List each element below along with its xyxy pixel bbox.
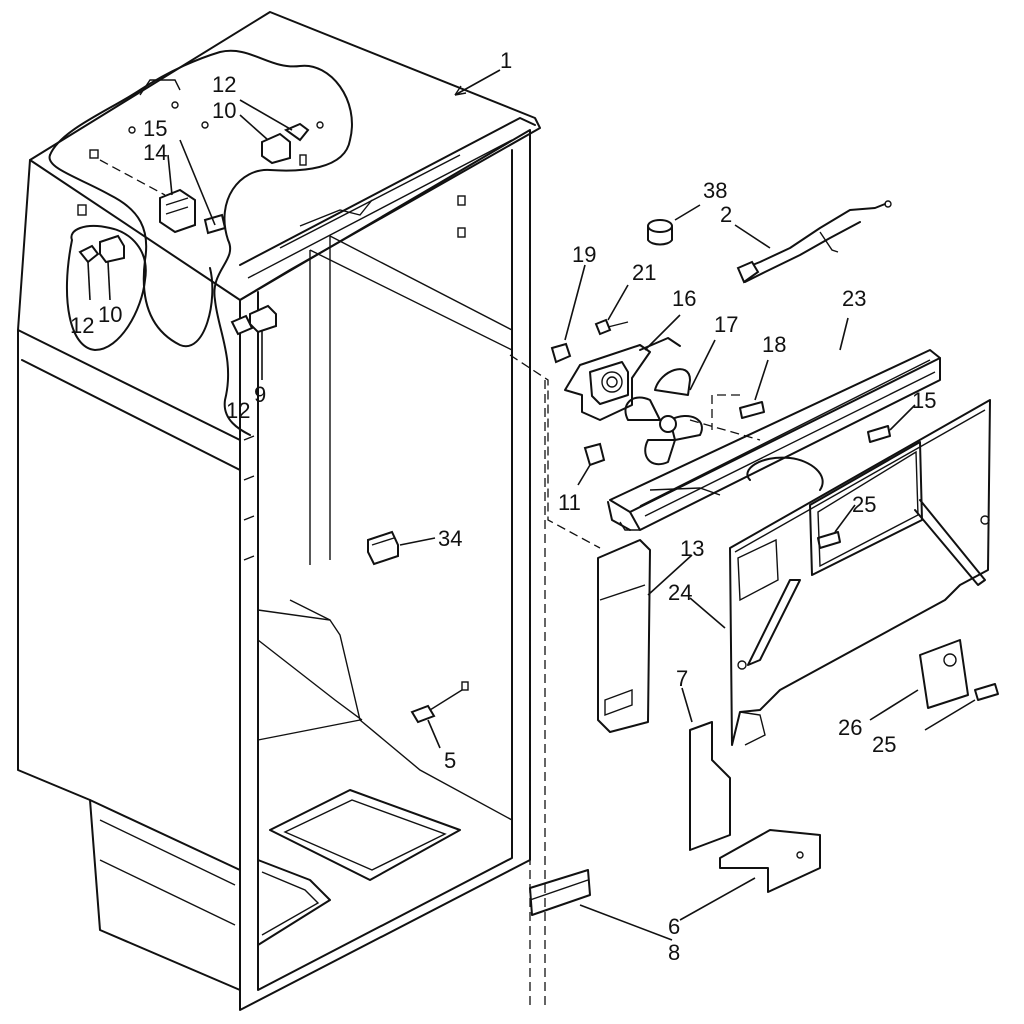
callout-24: 24 xyxy=(668,580,692,605)
callout-6: 6 xyxy=(668,914,680,939)
callout-11: 11 xyxy=(558,490,581,515)
callout-16: 16 xyxy=(672,286,696,311)
screw-18 xyxy=(711,394,765,430)
baffle-13 xyxy=(597,539,651,733)
callout-7: 7 xyxy=(676,666,688,691)
wire-harness-2 xyxy=(736,200,892,284)
grille-23 xyxy=(607,349,941,531)
screw-25-upper xyxy=(817,531,841,549)
callout-38: 38 xyxy=(703,178,727,203)
plug-38 xyxy=(647,219,673,246)
callout-19: 19 xyxy=(572,242,596,267)
bracket-6 xyxy=(719,829,821,893)
callout-34: 34 xyxy=(438,526,462,551)
callout-18: 18 xyxy=(762,332,786,357)
callout-12-top: 12 xyxy=(212,72,236,97)
fan-motor-assembly xyxy=(550,318,761,467)
callout-12-lower: 12 xyxy=(226,398,250,423)
callout-10-top: 10 xyxy=(212,98,236,123)
leader-lines xyxy=(87,69,976,941)
callout-9: 9 xyxy=(254,382,266,407)
callout-10-left: 10 xyxy=(98,302,122,327)
callout-17: 17 xyxy=(714,312,738,337)
bracket-7 xyxy=(689,721,731,851)
callout-5: 5 xyxy=(444,748,456,773)
screw-15 xyxy=(867,425,891,443)
wiring-harness xyxy=(48,49,353,436)
callout-25-lower: 25 xyxy=(872,732,896,757)
callout-8: 8 xyxy=(668,940,680,965)
callout-21: 21 xyxy=(632,260,656,285)
callout-25-upper: 25 xyxy=(852,492,876,517)
callout-23: 23 xyxy=(842,286,866,311)
cabinet-liner xyxy=(17,11,601,1011)
callout-labels: 1 38 2 12 10 15 14 12 10 12 9 19 21 16 1… xyxy=(70,48,936,965)
callout-12-left: 12 xyxy=(70,313,94,338)
callout-15-right: 15 xyxy=(912,388,936,413)
plug-34 xyxy=(367,530,399,566)
plate-26 xyxy=(919,639,999,709)
callout-14: 14 xyxy=(143,140,167,165)
callout-15-top: 15 xyxy=(143,116,167,141)
callout-1: 1 xyxy=(500,48,512,73)
channel-8 xyxy=(529,869,591,916)
callout-13: 13 xyxy=(680,536,704,561)
evaporator-cover-24 xyxy=(729,399,991,746)
sensor-5 xyxy=(410,681,469,724)
connector-blocks xyxy=(78,122,310,336)
callout-2: 2 xyxy=(720,202,732,227)
callout-26: 26 xyxy=(838,715,862,740)
